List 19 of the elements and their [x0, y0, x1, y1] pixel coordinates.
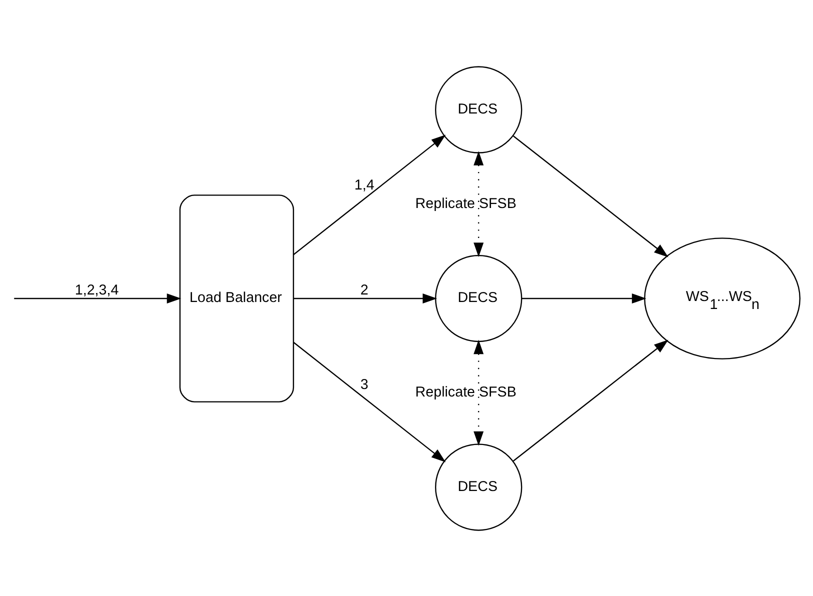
arrow — [474, 339, 484, 446]
edge-label: 1,4 — [354, 176, 374, 193]
edge-label: 2 — [360, 282, 368, 298]
arrow — [293, 134, 446, 255]
edge-label: 3 — [360, 376, 368, 392]
node-circle: DECS — [435, 443, 522, 530]
edge-label: 1,2,3,4 — [74, 282, 119, 298]
edge-label: Replicate SFSB — [415, 384, 516, 400]
edge-label: Replicate SFSB — [415, 195, 516, 212]
node-circle: DECS — [435, 254, 522, 342]
arrow — [512, 339, 668, 461]
arrow — [293, 292, 438, 304]
arrow — [14, 292, 182, 304]
arrow — [512, 135, 668, 257]
arrow — [522, 292, 646, 304]
node-circle: DECS — [435, 66, 522, 153]
arrow — [293, 341, 446, 462]
node-box: Load Balancer — [179, 194, 294, 402]
arrow — [474, 150, 484, 256]
